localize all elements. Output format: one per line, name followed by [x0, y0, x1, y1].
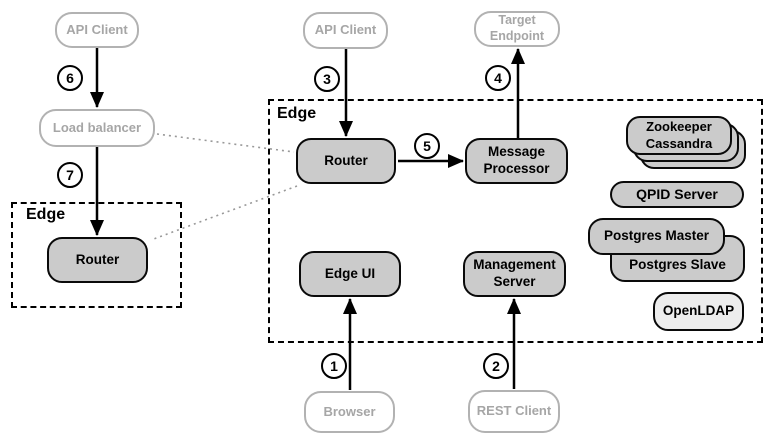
node-message-processor: Message Processor [465, 138, 568, 184]
step-circle-5: 5 [414, 133, 440, 159]
node-postgres-master: Postgres Master [588, 218, 725, 255]
node-edge-ui: Edge UI [299, 251, 401, 297]
node-label: Router [75, 251, 120, 267]
node-label: Cassandra [645, 135, 713, 151]
node-label: Zookeeper [646, 118, 712, 134]
edge-main-group-box [268, 99, 763, 343]
step-number: 5 [423, 138, 431, 154]
step-number: 7 [66, 167, 74, 183]
node-label: Message Processor [483, 144, 550, 176]
edge-small-group-label: Edge [26, 206, 66, 223]
node-openldap: OpenLDAP [653, 292, 744, 331]
step-number: 2 [492, 358, 500, 374]
edge-main-group-label: Edge [277, 105, 317, 122]
step-number: 4 [494, 70, 502, 86]
stack-layer-front: Zookeeper Cassandra [626, 116, 732, 155]
node-label: Target Endpoint [489, 13, 545, 43]
node-rest-client: REST Client [468, 390, 560, 433]
node-label: REST Client [476, 403, 552, 419]
node-api-client-top: API Client [303, 12, 388, 49]
step-number: 1 [330, 358, 338, 374]
step-circle-3: 3 [314, 66, 340, 92]
node-label: API Client [66, 21, 128, 37]
node-label: OpenLDAP [662, 303, 735, 319]
step-circle-7: 7 [57, 162, 83, 188]
node-label: Postgres Slave [629, 257, 726, 273]
node-zookeeper-cassandra-stack: Zookeeper Cassandra [626, 116, 748, 172]
node-label: Edge UI [324, 265, 376, 281]
step-circle-4: 4 [485, 65, 511, 91]
node-api-client-left: API Client [55, 12, 139, 48]
node-label: Browser [323, 403, 376, 419]
node-label: Load balancer [52, 119, 142, 135]
node-load-balancer: Load balancer [39, 109, 155, 147]
node-router-main: Router [296, 138, 396, 184]
step-circle-2: 2 [483, 353, 509, 379]
step-number: 3 [323, 71, 331, 87]
step-circle-6: 6 [57, 65, 83, 91]
node-label: QPID Server [636, 185, 718, 202]
node-label: Management Server [473, 257, 556, 289]
dotted-router-main-to-router-small [150, 185, 298, 241]
node-management-server: Management Server [463, 251, 566, 297]
node-label: API Client [314, 22, 377, 38]
step-number: 6 [66, 70, 74, 86]
node-router-small: Router [47, 237, 148, 283]
node-label: Postgres Master [603, 228, 710, 244]
node-qpid-server: QPID Server [610, 181, 744, 208]
node-target-endpoint: Target Endpoint [474, 11, 560, 47]
step-circle-1: 1 [321, 353, 347, 379]
node-browser: Browser [304, 391, 395, 433]
dotted-load-balancer-to-router-main [156, 133, 295, 153]
node-label: Router [324, 152, 368, 168]
